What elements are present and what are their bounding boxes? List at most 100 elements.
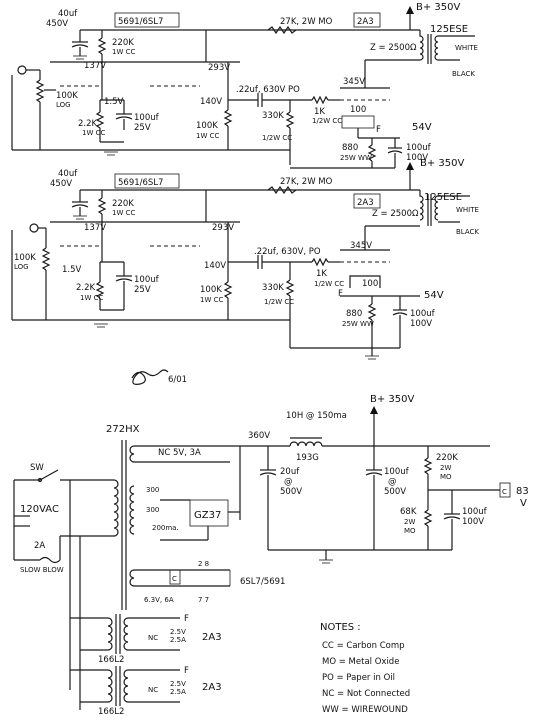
psu-bleed-top-t: MO [440, 473, 452, 481]
filament-labels: 166L2 NC 2.5V 2.5A 2A3 F 166L2 NC 2.5V 2… [98, 614, 222, 717]
notes-line-4: NC = Not Connected [322, 689, 410, 699]
psu-out-v: 83 [516, 486, 529, 497]
s2-grid-leak-type: 1/2W CC [264, 298, 294, 306]
s1-v-bias: 54V [412, 122, 432, 133]
s2-v-plate1: 137V [84, 223, 106, 233]
psu-bleed-bot-t: MO [404, 527, 416, 535]
stage-1 [11, 6, 475, 169]
s1-cap-cath-v: 25V [134, 123, 151, 133]
psu-heater-tubes: 6SL7/5691 [240, 577, 285, 587]
s1-v-cath: 1.5V [104, 97, 124, 107]
psu-choke: 10H @ 150ma [286, 411, 347, 421]
psu-connector-c: C [172, 575, 177, 583]
s1-wire-white: WHITE [455, 44, 478, 52]
s2-pot-type: LOG [14, 263, 29, 271]
psu-v-rect: 360V [248, 431, 270, 441]
psu-power-xfmr: 272HX [106, 424, 140, 435]
s1-res-grid-type: 1W CC [196, 132, 219, 140]
psu-bleed-top-w: 2W [440, 464, 451, 472]
notes-line-1: CC = Carbon Comp [322, 641, 405, 651]
psu-tap-300a: 300 [146, 486, 159, 494]
psu-ac-in: 120VAC [20, 504, 59, 515]
s1-wire-black: BLACK [452, 70, 475, 78]
s1-v-plate1: 137V [84, 61, 106, 71]
s2-coupling: .22uf, 630V, PO [254, 247, 321, 257]
s2-v-bias: 54V [424, 290, 444, 301]
s2-cath-res-type: 25W WW [342, 320, 374, 328]
s1-grid-stop-type: 1/2W CC [312, 117, 342, 125]
s2-res-plate: 220K [112, 199, 134, 209]
s2-v-grid: 140V [204, 261, 226, 271]
s1-drop-res: 27K, 2W MO [280, 17, 333, 27]
s2-tube-pair: 5691/6SL7 [118, 178, 163, 188]
s2-hum-pot: 100 [362, 279, 378, 289]
s1-hum-pot: 100 [350, 105, 366, 115]
s2-filament-f: F [338, 289, 343, 299]
psu-switch: SW [30, 463, 44, 473]
notes-line-5: WW = WIREWOUND [322, 705, 408, 715]
s2-b-plus: B+ 350V [420, 158, 465, 169]
psu-out-conn: C [502, 488, 507, 496]
s2-cath-cap: 100uf [410, 309, 436, 319]
fil1-tube: 2A3 [202, 632, 222, 643]
filament-transformer-2 [70, 666, 180, 706]
s2-grid-stop-type: 1/2W CC [314, 280, 344, 288]
s2-cap-cath-v: 25V [134, 285, 151, 295]
psu-b-plus: B+ 350V [370, 394, 415, 405]
s2-pot: 100K [14, 253, 36, 263]
s1-res-grid: 100K [196, 121, 218, 131]
s1-cath-cap: 100uf [406, 143, 432, 153]
fil2-f: F [184, 666, 189, 676]
signature-mark [131, 369, 169, 385]
s1-v-grid: 140V [200, 97, 222, 107]
fil2-v: 2.5V [170, 680, 186, 688]
s1-res-plate: 220K [112, 38, 134, 48]
s2-grid-leak: 330K [262, 283, 284, 293]
s2-cap-cath: 100uf [134, 275, 160, 285]
s2-impedance: Z = 2500Ω [372, 209, 419, 219]
s2-v-cath: 1.5V [62, 265, 82, 275]
stage-2 [11, 162, 470, 360]
psu-cap2-v: 500V [384, 487, 406, 497]
psu-cap3-v: 100V [462, 517, 484, 527]
fil1-nc: NC [148, 634, 158, 642]
psu-bleed-top: 220K [436, 453, 458, 463]
s2-wire-white: WHITE [456, 206, 479, 214]
s2-wire-black: BLACK [456, 228, 479, 236]
psu-bleed-bot-w: 2W [404, 518, 415, 526]
notes-title: NOTES : [320, 622, 361, 633]
psu-fuse: 2A [34, 541, 45, 551]
s1-volt-in: 450V [46, 19, 68, 29]
notes-line-2: MO = Metal Oxide [322, 657, 399, 667]
s2-grid-stop: 1K [316, 269, 327, 279]
psu-cap2-at: @ [388, 477, 397, 487]
s1-filament-f: F [376, 125, 381, 135]
fil1-a: 2.5A [170, 636, 186, 644]
s1-v-output: 345V [343, 77, 365, 87]
s2-res-plate-type: 1W CC [112, 209, 135, 217]
psu-rect-tube: GZ37 [194, 510, 221, 521]
s1-res-plate-type: 1W CC [112, 48, 135, 56]
fil1-v: 2.5V [170, 628, 186, 636]
s1-grid-stop: 1K [314, 107, 325, 117]
signature-date: 6/01 [168, 375, 187, 385]
psu-fuse-type: SLOW BLOW [20, 566, 64, 574]
s1-pot: 100K [56, 91, 78, 101]
s1-cap-in: 40uf [58, 9, 78, 19]
psu-bleed-bot: 68K [400, 507, 417, 517]
psu-cap1-v: 500V [280, 487, 302, 497]
power-supply [13, 406, 511, 710]
s2-res-grid-type: 1W CC [200, 296, 223, 304]
s2-volt-in: 450V [50, 179, 72, 189]
s1-xfmr: 125ESE [430, 24, 468, 35]
s1-cath-res: 880 [342, 143, 358, 153]
s1-b-plus: B+ 350V [416, 2, 461, 13]
fil1-xfmr: 166L2 [98, 655, 124, 665]
s1-cath-cap-v: 100V [406, 153, 428, 163]
s1-cath-res-type: 25W WW [340, 154, 372, 162]
fil2-tube: 2A3 [202, 682, 222, 693]
s1-grid-leak-type: 1/2W CC [262, 134, 292, 142]
s1-out-tube: 2A3 [357, 17, 374, 27]
